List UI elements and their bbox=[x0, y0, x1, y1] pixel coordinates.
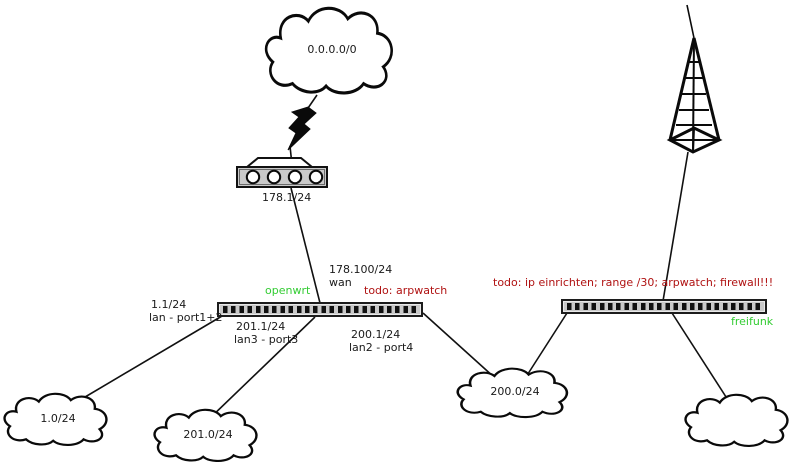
cloud-icon bbox=[264, 6, 393, 95]
wireless-cloud-label bbox=[683, 391, 795, 449]
openwrt-lan2-ip-label: 200.1/24 bbox=[351, 328, 401, 341]
modem-device bbox=[236, 166, 328, 188]
switch-ports-icon bbox=[567, 303, 761, 310]
openwrt-lan3-if-label: lan3 - port3 bbox=[234, 333, 299, 346]
wireless-cloud bbox=[683, 391, 795, 449]
net-200-cloud-label: 200.0/24 bbox=[490, 385, 540, 399]
modem-ip-label: 178.1/24 bbox=[262, 191, 312, 204]
openwrt-lan2-if-label: lan2 - port4 bbox=[349, 341, 414, 354]
openwrt-name-label: openwrt bbox=[265, 284, 311, 297]
openwrt-lan3-ip-label: 201.1/24 bbox=[236, 320, 286, 333]
cloud-icon bbox=[3, 392, 108, 447]
openwrt-todo-label: todo: arpwatch bbox=[364, 284, 448, 297]
openwrt-wan-ip-label: 178.100/24 bbox=[329, 263, 393, 276]
freifunk-todo-label: todo: ip einrichten; range /30; arpwatch… bbox=[493, 276, 774, 289]
openwrt-switch bbox=[217, 302, 423, 317]
cloud-icon bbox=[684, 393, 789, 448]
cloud-icon bbox=[153, 408, 258, 462]
net-201-cloud-label: 201.0/24 bbox=[183, 427, 233, 441]
lightning-bolt-icon bbox=[287, 106, 317, 151]
freifunk-name-label: freifunk bbox=[731, 315, 774, 328]
internet-cloud-label: 0.0.0.0/0 bbox=[307, 42, 357, 56]
openwrt-lan1-ip-label: 1.1/24 bbox=[151, 298, 187, 311]
openwrt-lan1-if-label: lan - port1+2 bbox=[149, 311, 223, 324]
net-201-cloud: 201.0/24 bbox=[152, 406, 264, 462]
net-200-cloud: 200.0/24 bbox=[455, 365, 575, 420]
cloud-icon bbox=[456, 367, 569, 419]
modem-ports-icon bbox=[239, 169, 325, 185]
openwrt-wan-if-label: wan bbox=[329, 276, 352, 289]
internet-cloud: 0.0.0.0/0 bbox=[263, 2, 401, 98]
net-1-cloud-label: 1.0/24 bbox=[40, 411, 76, 425]
freifunk-switch bbox=[561, 299, 767, 314]
switch-ports-icon bbox=[223, 306, 417, 313]
net-1-cloud: 1.0/24 bbox=[2, 390, 114, 448]
